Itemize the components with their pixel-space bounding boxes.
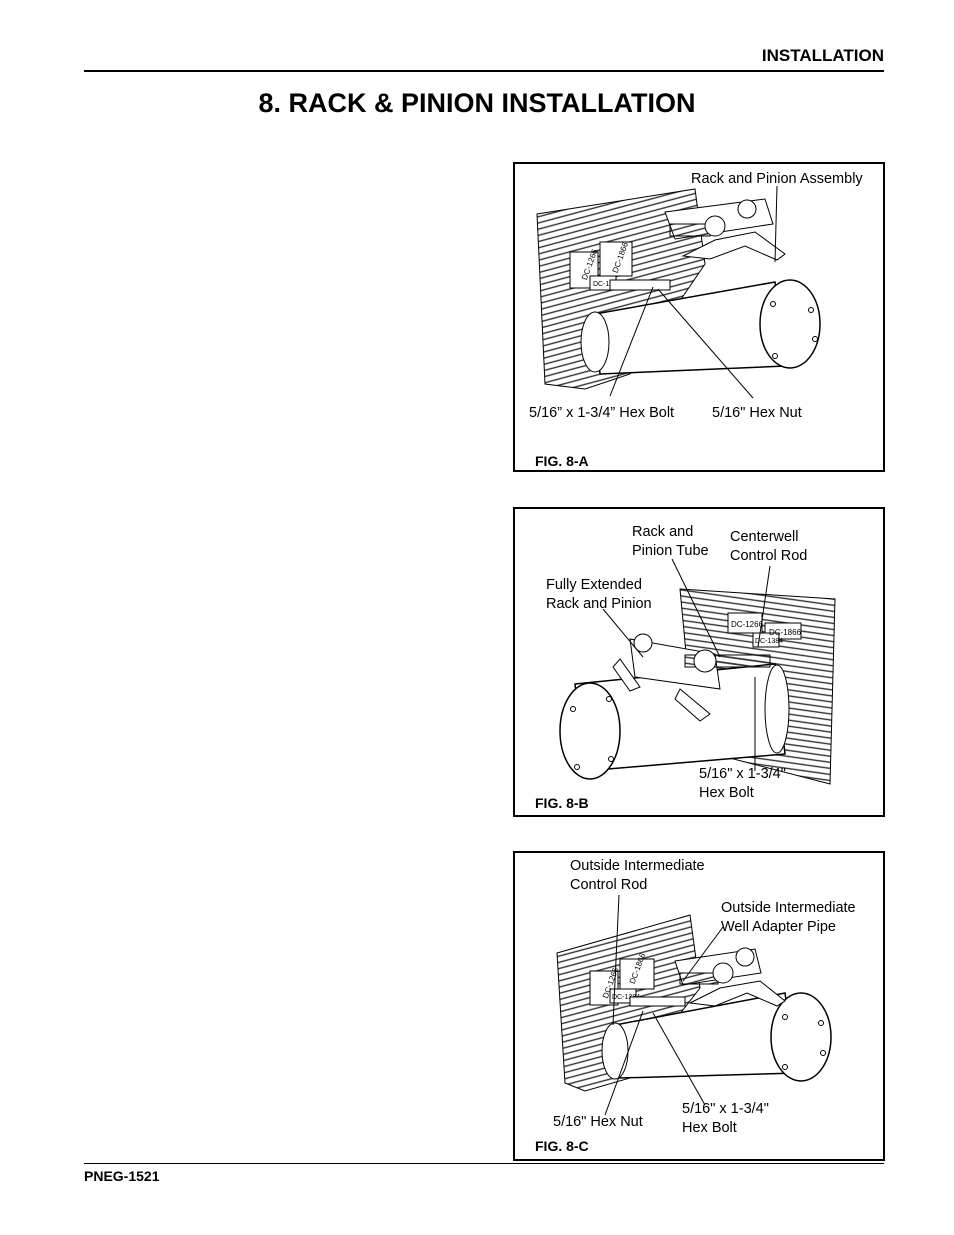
figure-label: FIG. 8-B xyxy=(535,795,589,811)
figure-8b: DC-1266 DC-1866 DC-1384 Rack and Pinion … xyxy=(513,507,885,817)
header-rule xyxy=(84,70,884,72)
callout-hex-nut: 5/16" Hex Nut xyxy=(553,1114,643,1130)
callout-rack-pinion-assembly: Rack and Pinion Assembly xyxy=(691,171,863,187)
plate-label: DC-1266 xyxy=(731,620,764,629)
rack-and-pinion xyxy=(612,633,771,722)
figure-label: FIG. 8-C xyxy=(535,1138,589,1154)
plate-label: DC-1384 xyxy=(593,281,621,288)
callout-rack-pinion-tube: Rack and Pinion Tube xyxy=(632,524,709,559)
callout-outside-intermediate-control-rod: Outside Intermediate Control Rod xyxy=(570,858,705,893)
section-header: INSTALLATION xyxy=(761,46,884,65)
plate-label: DC-1384 xyxy=(755,638,783,645)
callout-hex-bolt: 5/16" x 1-3/4" Hex Bolt xyxy=(699,766,786,801)
callout-outside-intermediate-adapter-pipe: Outside Intermediate Well Adapter Pipe xyxy=(721,900,856,935)
rack-and-pinion xyxy=(629,947,786,1007)
page-title: 8. RACK & PINION INSTALLATION xyxy=(258,88,696,118)
plate-label: DC-1866 xyxy=(769,628,802,637)
well-pipe xyxy=(559,663,790,780)
well-pipe xyxy=(601,992,832,1082)
plate-label: DC-1384 xyxy=(612,994,640,1001)
well-pipe xyxy=(580,279,821,375)
footer-rule xyxy=(84,1163,884,1164)
callout-hex-bolt: 5/16" x 1-3/4" Hex Bolt xyxy=(682,1101,769,1136)
callout-hex-bolt: 5/16” x 1-3/4” Hex Bolt xyxy=(529,405,675,421)
figure-8c-illustration: DC-1266 DC-1866 DC-1384 xyxy=(556,894,832,1116)
figure-8a-illustration: DC-1266 DC-1866 DC-1384 xyxy=(536,185,821,399)
document-id: PNEG-1521 xyxy=(84,1168,160,1184)
figure-8a: DC-1266 DC-1866 DC-1384 Rack and Pinion … xyxy=(513,162,885,472)
callout-fully-extended: Fully Extended Rack and Pinion xyxy=(546,577,652,612)
callout-centerwell-control-rod: Centerwell Control Rod xyxy=(730,529,808,564)
callout-hex-nut: 5/16" Hex Nut xyxy=(712,405,802,421)
figure-8c: DC-1266 DC-1866 DC-1384 Outside Intermed… xyxy=(513,851,885,1161)
figure-label: FIG. 8-A xyxy=(535,453,589,469)
figure-8b-illustration: DC-1266 DC-1866 DC-1384 xyxy=(559,558,836,785)
rack-and-pinion xyxy=(609,198,786,291)
